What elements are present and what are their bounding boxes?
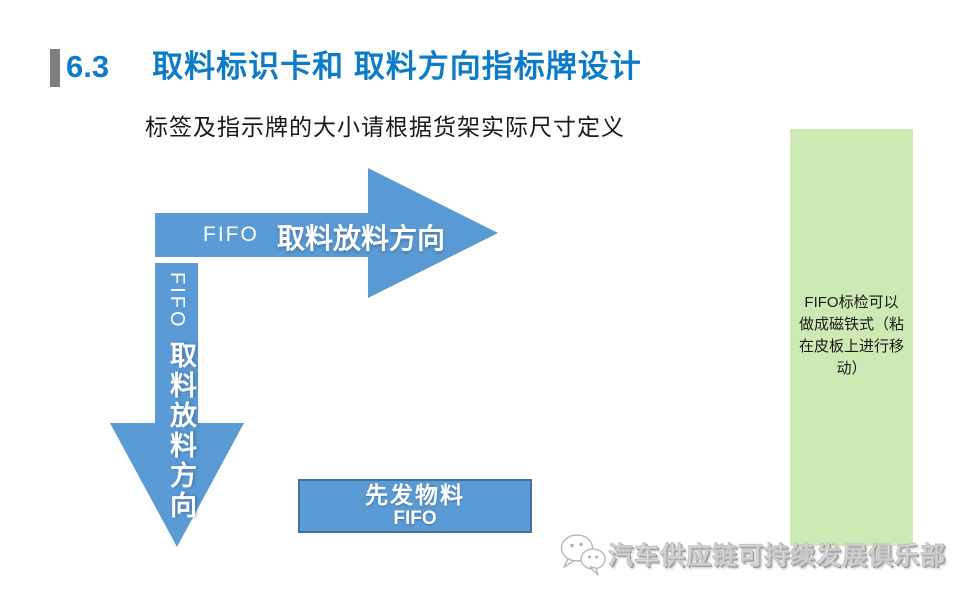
footer-brand: 汽车供应链可持续发展俱乐部: [558, 531, 946, 577]
green-note-text: FIFO标检可以 做成磁铁式（粘 在皮板上进行移 动）: [790, 292, 913, 380]
vertical-arrow-head: [110, 423, 244, 547]
vertical-arrow-fifo-label: FIFO: [166, 272, 188, 330]
section-number: 6.3: [66, 49, 110, 84]
fifo-box-line1: 先发物料: [365, 482, 465, 508]
green-note-line: 在皮板上进行移: [798, 338, 904, 355]
subtitle: 标签及指示牌的大小请根据货架实际尺寸定义: [145, 114, 625, 140]
horizontal-arrow-fifo-label: FIFO: [203, 223, 259, 246]
vertical-arrow-shaft: [155, 263, 198, 423]
title-text: 取料标识卡和 取料方向指标牌设计: [152, 49, 642, 84]
brand-text: 汽车供应链可持续发展俱乐部: [608, 542, 947, 571]
green-note-line: FIFO标检可以: [804, 294, 899, 311]
fifo-box-line2: FIFO: [393, 508, 437, 529]
title-accent-bar: [50, 49, 60, 87]
green-note-line: 动）: [836, 360, 867, 377]
fifo-box: 先发物料 FIFO: [298, 479, 532, 533]
horizontal-arrow-head: [368, 168, 498, 298]
vertical-arrow-direction-label: 取料放料方向: [166, 341, 196, 521]
horizontal-arrow-shaft: [155, 213, 368, 257]
wechat-icon: [558, 531, 608, 577]
page-title: 6.3 取料标识卡和 取料方向指标牌设计: [66, 47, 642, 87]
green-note-panel: FIFO标检可以 做成磁铁式（粘 在皮板上进行移 动）: [790, 129, 913, 546]
horizontal-arrow-direction-label: 取料放料方向: [277, 223, 446, 254]
green-note-line: 做成磁铁式（粘: [798, 316, 904, 333]
